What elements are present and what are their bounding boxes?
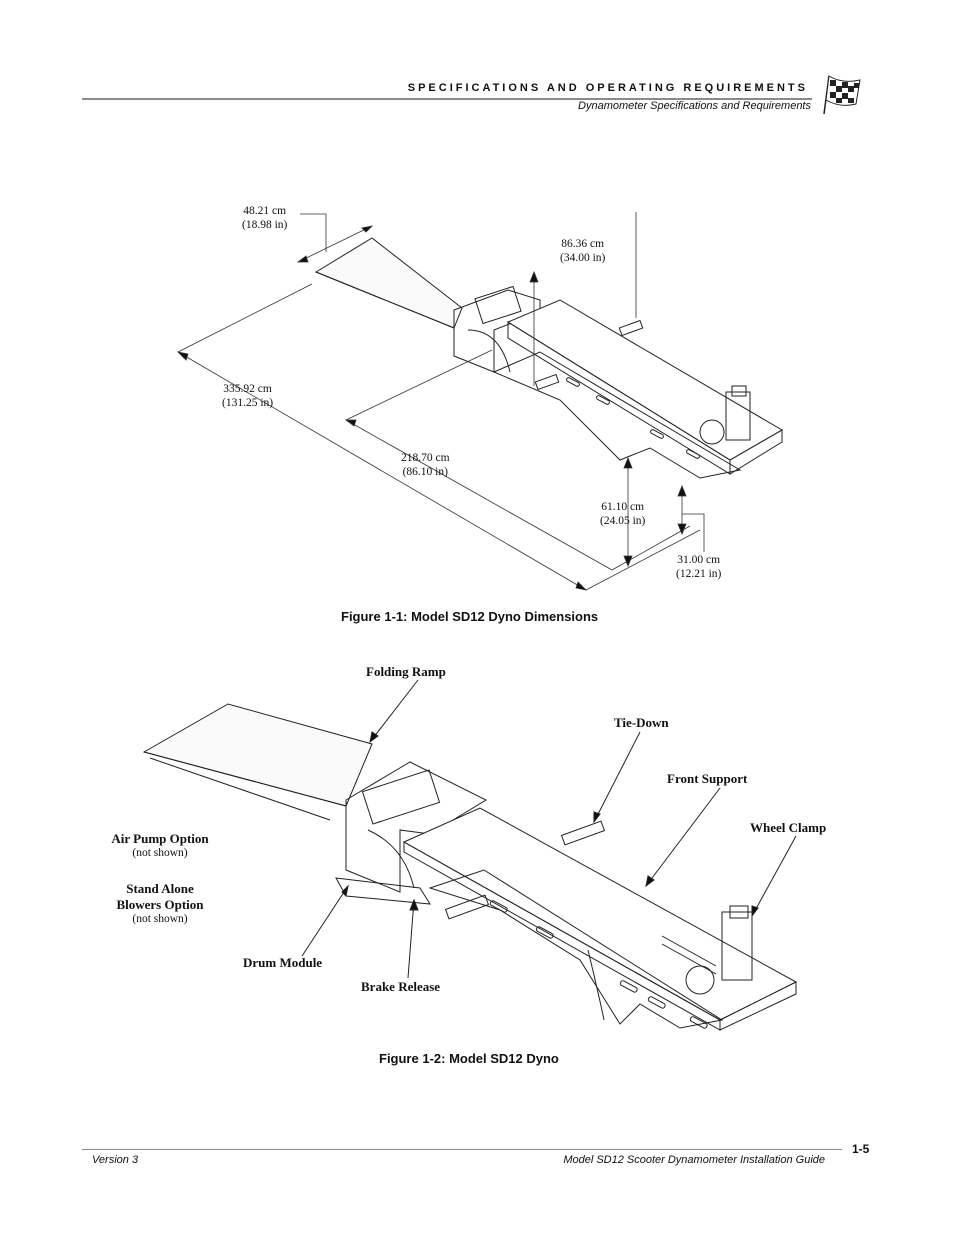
dim-overall-length: 335.92 cm (131.25 in) bbox=[222, 382, 273, 410]
dim-ramp-width: 48.21 cm (18.98 in) bbox=[242, 204, 287, 232]
base-frame-outline bbox=[492, 351, 742, 479]
header-rule bbox=[82, 98, 812, 100]
running-header-subtitle: Dynamometer Specifications and Requireme… bbox=[578, 100, 811, 112]
dim-overall-height-in: (24.05 in) bbox=[600, 515, 646, 527]
callout-front-support: Front Support bbox=[667, 771, 748, 786]
dim-ramp-width-in: (18.98 in) bbox=[242, 219, 288, 231]
callout-drum-module: Drum Module bbox=[243, 955, 323, 970]
checkered-flag-icon bbox=[823, 75, 861, 115]
callout-blowers-note: (not shown) bbox=[132, 913, 188, 925]
dim-base-length: 218.70 cm (86.10 in) bbox=[401, 451, 450, 479]
callout-tie-down: Tie-Down bbox=[614, 715, 669, 730]
footer-guide-title: Model SD12 Scooter Dynamometer Installat… bbox=[563, 1154, 825, 1166]
footer-rule bbox=[82, 1149, 842, 1150]
dim-base-width-in: (34.00 in) bbox=[560, 252, 606, 264]
page-number: 1-5 bbox=[852, 1142, 870, 1156]
dim-ramp-width-cm: 48.21 cm bbox=[243, 205, 287, 217]
dim-deck-height: 31.00 cm (12.21 in) bbox=[676, 553, 721, 581]
dim-overall-height-cm: 61.10 cm bbox=[601, 501, 645, 513]
base-frame-outline bbox=[428, 869, 724, 1029]
dim-overall-height: 61.10 cm (24.05 in) bbox=[600, 500, 645, 528]
running-header-title: SPECIFICATIONS AND OPERATING REQUIREMENT… bbox=[407, 82, 808, 94]
dim-overall-length-in: (131.25 in) bbox=[222, 397, 274, 409]
dim-base-width-cm: 86.36 cm bbox=[561, 238, 605, 250]
dim-deck-height-cm: 31.00 cm bbox=[677, 554, 721, 566]
callout-folding-ramp: Folding Ramp bbox=[366, 664, 446, 679]
drum-module-outline bbox=[345, 761, 488, 893]
footer-version: Version 3 bbox=[92, 1154, 139, 1166]
dim-base-length-in: (86.10 in) bbox=[402, 466, 448, 478]
callout-blowers-group: Stand Alone Blowers Option (not shown) bbox=[100, 881, 220, 925]
callout-wheel-clamp: Wheel Clamp bbox=[750, 820, 827, 835]
dim-overall-length-cm: 335.92 cm bbox=[223, 383, 272, 395]
callout-blowers-line1: Stand Alone bbox=[126, 881, 194, 896]
callout-air-pump-group: Air Pump Option (not shown) bbox=[100, 831, 220, 859]
callout-air-pump-note: (not shown) bbox=[132, 847, 188, 859]
dim-deck-height-in: (12.21 in) bbox=[676, 568, 722, 580]
callout-air-pump: Air Pump Option bbox=[111, 831, 209, 846]
figure-1-caption: Figure 1-1: Model SD12 Dyno Dimensions bbox=[341, 609, 599, 624]
dim-base-length-cm: 218.70 cm bbox=[401, 452, 450, 464]
figure-2-caption: Figure 1-2: Model SD12 Dyno bbox=[379, 1051, 559, 1066]
callout-blowers-line2: Blowers Option bbox=[116, 897, 204, 912]
folding-ramp-outline bbox=[142, 703, 373, 807]
callout-brake-release: Brake Release bbox=[361, 979, 441, 994]
dim-base-width: 86.36 cm (34.00 in) bbox=[560, 237, 605, 265]
